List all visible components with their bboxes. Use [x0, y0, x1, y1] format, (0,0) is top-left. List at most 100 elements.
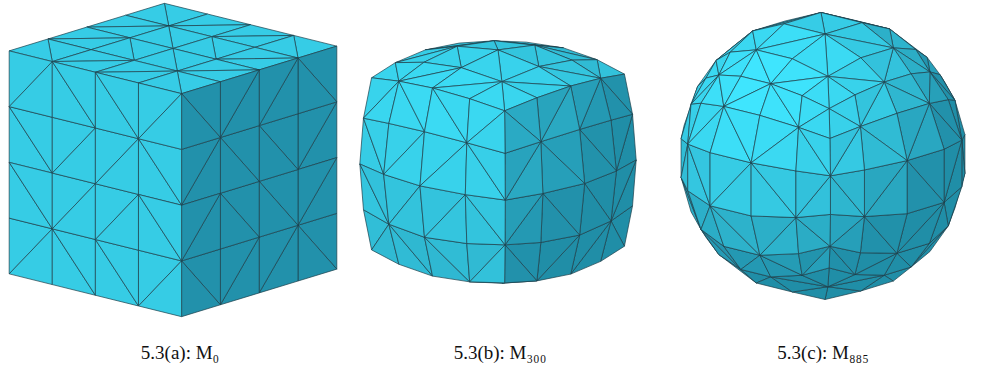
mesh-triangle: [95, 72, 138, 138]
mesh-triangle: [796, 214, 831, 246]
sphere-mesh: [681, 13, 965, 300]
mesh-triangle: [298, 58, 337, 114]
mesh-triangle: [220, 70, 259, 138]
mesh-triangle: [796, 127, 831, 175]
mesh-triangle: [87, 15, 169, 27]
mesh-triangle: [710, 163, 751, 216]
mesh-triangle: [259, 181, 298, 237]
mesh-triangle: [962, 140, 965, 187]
mesh-triangle: [259, 58, 298, 126]
mesh-triangle: [580, 129, 617, 183]
mesh-triangle: [465, 195, 505, 245]
mesh-triangle: [212, 25, 294, 37]
mesh-triangle: [799, 127, 831, 175]
mesh-triangle: [944, 140, 962, 202]
mesh-triangle: [860, 127, 907, 170]
mesh-triangle: [751, 127, 798, 171]
subfigure-caption: 5.3(a): M₀: [141, 342, 219, 364]
mesh-triangle: [944, 140, 962, 202]
mesh-triangle: [95, 194, 138, 250]
mesh-triangle: [138, 139, 181, 205]
mesh-triangle: [864, 161, 907, 217]
mesh-triangle: [220, 70, 259, 138]
mesh-triangle: [52, 62, 95, 128]
mesh-triangle: [52, 62, 95, 128]
mesh-triangle: [259, 58, 298, 126]
mesh-triangle: [95, 72, 138, 138]
mesh-triangle: [182, 261, 221, 317]
mesh-triangle: [52, 50, 134, 62]
mesh-triangle: [182, 94, 221, 150]
mesh-triangle: [9, 162, 52, 228]
mesh-triangle: [138, 139, 181, 205]
mesh-triangle: [216, 47, 298, 59]
mesh-triangle: [298, 225, 337, 281]
mesh-triangle: [138, 194, 181, 260]
mesh-triangle: [424, 237, 469, 282]
mesh-triangle: [138, 94, 181, 150]
mesh-triangle: [182, 193, 221, 261]
mesh-triangle: [465, 195, 505, 245]
mesh-triangle: [182, 193, 221, 261]
mesh-triangle: [890, 29, 916, 50]
subfigure-caption: 5.3(c): M₈₈₅: [777, 342, 869, 364]
mesh-triangle: [384, 132, 425, 186]
mesh-triangle: [505, 194, 543, 245]
mesh-triangle: [9, 107, 52, 173]
mesh-triangle: [259, 126, 298, 182]
mesh-triangle: [470, 245, 505, 283]
mesh-triangle: [9, 62, 52, 118]
mesh-triangle: [95, 240, 138, 306]
mesh-triangle: [830, 127, 864, 176]
mesh-triangle: [505, 245, 537, 283]
mesh-triangle: [751, 163, 796, 218]
mesh-triangle: [424, 237, 469, 282]
mesh-triangle: [907, 161, 944, 214]
rounded-cube-mesh: [360, 41, 636, 283]
mesh-triangle: [420, 143, 467, 195]
mesh-triangle: [95, 240, 138, 306]
mesh-triangle: [177, 59, 259, 71]
mesh-triangle: [220, 138, 259, 194]
mesh-triangle: [169, 14, 251, 26]
mesh-triangle: [138, 261, 181, 317]
mesh-triangle: [298, 158, 337, 226]
mesh-triangle: [541, 142, 585, 194]
mesh-triangle: [138, 194, 181, 260]
mesh-triangle: [796, 171, 831, 218]
mesh-triangle: [929, 72, 948, 104]
mesh-triangle: [52, 184, 95, 240]
mesh-triangle: [9, 162, 52, 228]
mesh-triangle: [830, 170, 864, 217]
mesh-triangle: [424, 195, 466, 244]
mesh-triangle: [681, 144, 688, 191]
mesh-triangle: [751, 163, 796, 218]
mesh-triangle: [830, 214, 865, 246]
mesh-triangle: [537, 86, 571, 142]
subfigure-caption: 5.3(b): M₃₀₀: [454, 342, 547, 364]
mesh-triangle: [760, 254, 802, 276]
mesh-triangle: [730, 31, 756, 52]
mesh-triangle: [864, 161, 907, 217]
mesh-triangle: [389, 186, 425, 237]
mesh-triangle: [298, 158, 337, 226]
mesh-triangle: [9, 229, 52, 285]
mesh-triangle: [688, 144, 710, 206]
mesh-triangle: [48, 27, 130, 39]
mesh-triangle: [467, 111, 505, 154]
mesh-triangle: [505, 111, 541, 154]
mesh-triangle: [580, 184, 611, 236]
mesh-triangle: [52, 229, 95, 295]
mesh-triangle: [95, 139, 138, 195]
mesh-triangle: [220, 193, 259, 249]
mesh-triangle: [855, 253, 897, 275]
mesh-triangle: [52, 229, 95, 295]
mesh-triangle: [751, 216, 796, 255]
mesh-triangle: [864, 214, 907, 254]
mesh-triangle: [505, 194, 543, 245]
mesh-triangle: [9, 107, 52, 173]
mesh-triangle: [855, 253, 897, 275]
mesh-triangle: [830, 127, 860, 176]
